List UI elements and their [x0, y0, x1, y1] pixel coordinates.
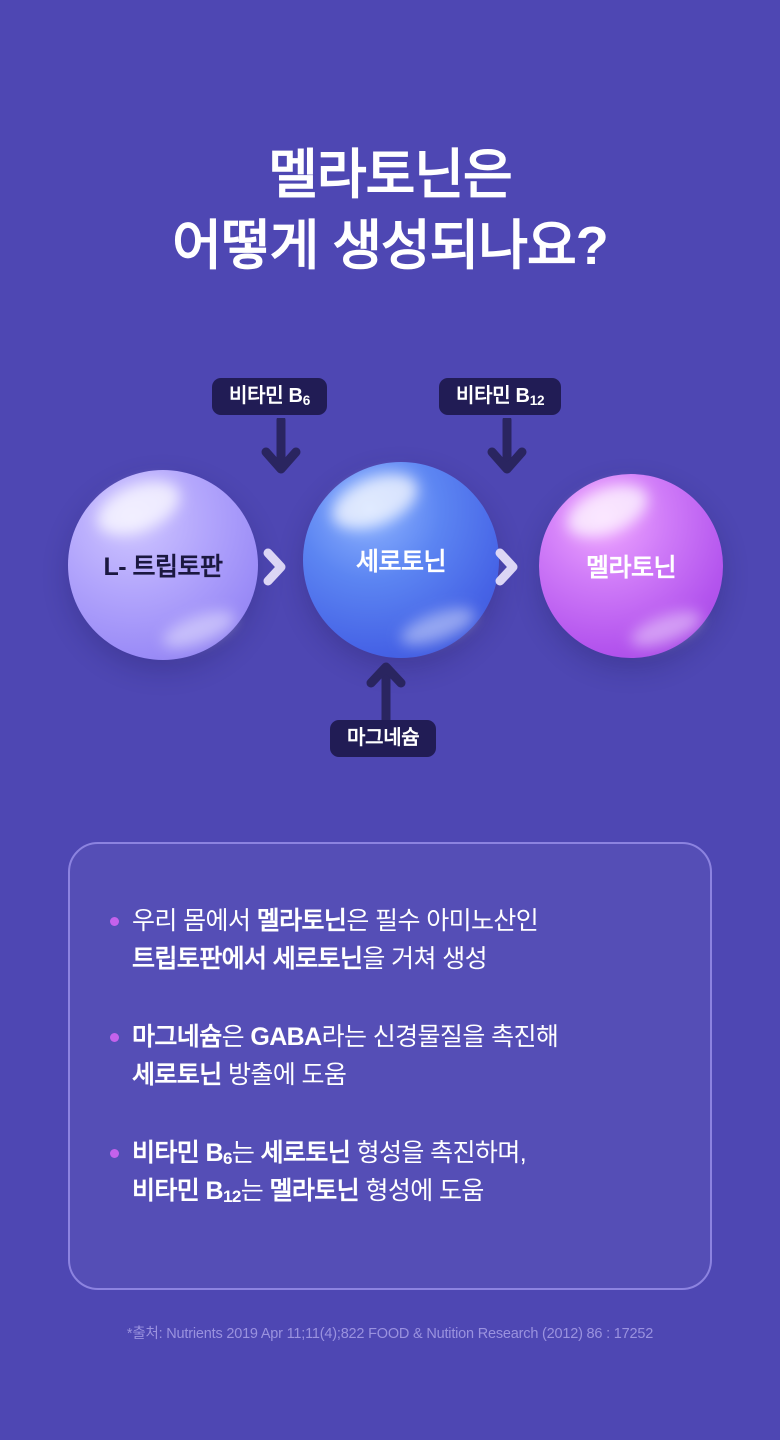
- bullet-dot-icon: [110, 1149, 119, 1158]
- chevron-right-icon-1: [263, 548, 286, 586]
- sphere-melatonin: 멜라토닌: [539, 474, 723, 658]
- sphere-l-tryptophan-label: L- 트립토판: [103, 553, 223, 581]
- arrow-down-to-serotonin-b6: [261, 418, 301, 474]
- page-title-line-2: 어떻게 생성되나요?: [172, 216, 608, 277]
- sphere-melatonin-label: 멜라토닌: [585, 554, 677, 582]
- arrow-down-to-melatonin-b12: [487, 418, 527, 474]
- badge-vitamin-b6-label: 비타민 B: [229, 385, 303, 407]
- page-title-line-1: 멜라토닌은: [268, 145, 512, 205]
- sphere-gloss-highlight-icon: [89, 470, 188, 546]
- badge-vitamin-b12-label: 비타민 B: [456, 385, 530, 407]
- sphere-gloss-highlight-icon: [559, 474, 655, 548]
- sphere-gloss-reflection-icon: [396, 600, 480, 653]
- sphere-gloss-reflection-icon: [158, 604, 240, 656]
- sphere-serotonin-label: 세로토닌: [355, 548, 447, 576]
- bullet-dot-icon: [110, 1033, 119, 1042]
- sphere-gloss-reflection-icon: [626, 603, 705, 654]
- chevron-right-icon-2: [495, 548, 518, 586]
- bullet-dot-icon: [110, 917, 119, 926]
- melatonin-pathway-diagram: 비타민 B6 비타민 B12 L- 트립토판 세로토닌 멜라토닌 마그네슘: [0, 370, 780, 790]
- source-footnote: *출처: Nutrients 2019 Apr 11;11(4);822 FOO…: [126, 1326, 654, 1342]
- sphere-serotonin: 세로토닌: [303, 462, 499, 658]
- bullet-text-vitamins: 비타민 B6는 세로토닌 형성을 촉진하며,비타민 B12는 멜라토닌 형성에 …: [132, 1139, 527, 1206]
- badge-vitamin-b6: 비타민 B6: [212, 378, 327, 415]
- badge-vitamin-b12-subscript: 12: [529, 393, 545, 408]
- sphere-l-tryptophan: L- 트립토판: [68, 470, 258, 660]
- sphere-gloss-highlight-icon: [324, 462, 427, 540]
- arrow-up-to-serotonin-magnesium: [366, 662, 406, 722]
- badge-magnesium-label: 마그네슘: [347, 727, 420, 749]
- badge-magnesium: 마그네슘: [330, 720, 437, 757]
- badge-vitamin-b6-subscript: 6: [302, 393, 311, 408]
- page-title: 멜라토닌은 어떻게 생성되나요?: [0, 140, 780, 283]
- list-item: 비타민 B6는 세로토닌 형성을 촉진하며,비타민 B12는 멜라토닌 형성에 …: [110, 1134, 680, 1210]
- badge-vitamin-b12: 비타민 B12: [439, 378, 562, 415]
